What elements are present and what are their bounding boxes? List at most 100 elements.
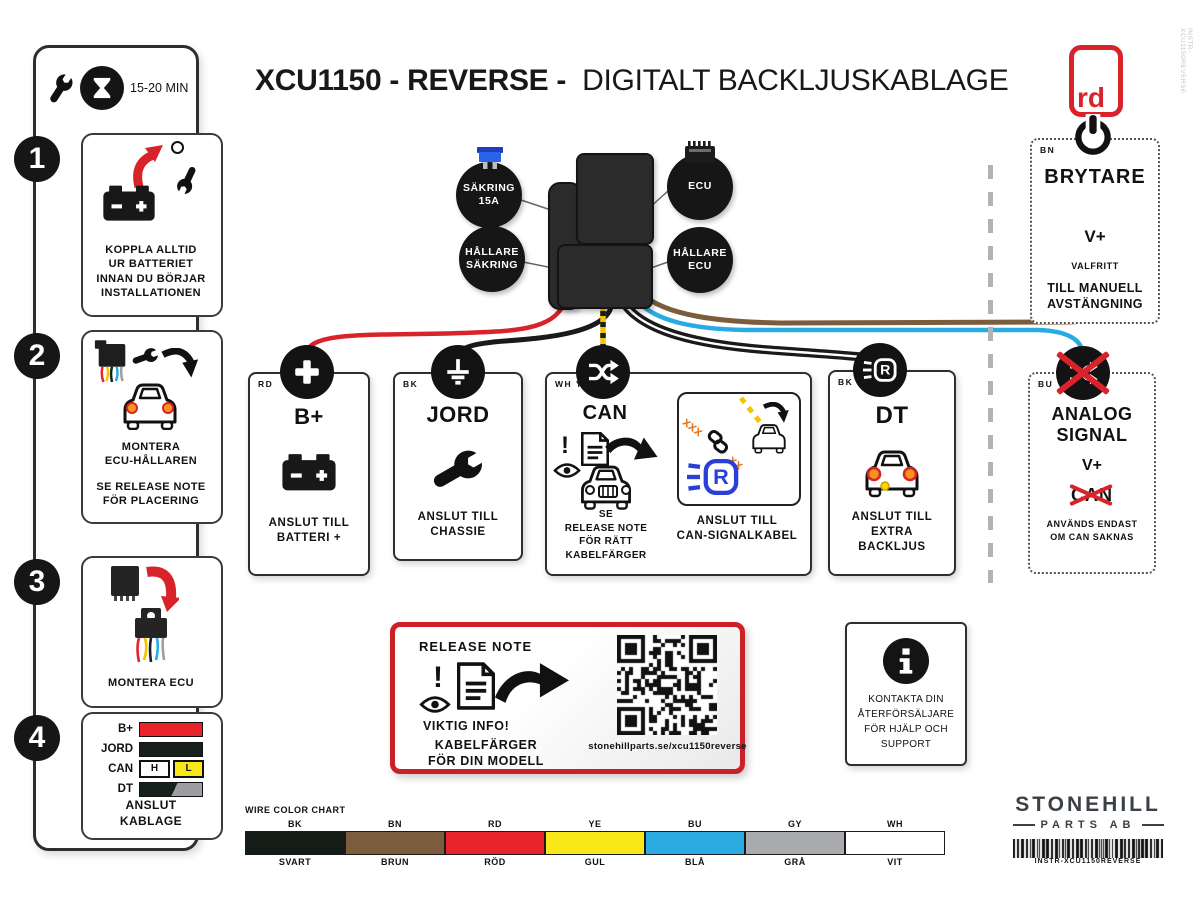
bplus-tag: RD: [258, 379, 274, 389]
legend-row: JORD: [93, 740, 221, 758]
step-3-number: 3: [14, 559, 60, 605]
ground-icon: [443, 357, 473, 387]
step-3-card: MONTERA ECU: [81, 556, 223, 708]
callout-fuse: SÄKRING 15A: [456, 162, 522, 228]
can-signal-art: xxx xx: [680, 396, 795, 500]
jord-caption: ANSLUT TILL CHASSIE: [417, 511, 499, 538]
can-medallion: [576, 345, 630, 399]
page-title: XCU1150 - REVERSE - DIGITALT BACKLJUSKAB…: [255, 64, 1009, 98]
plus-icon: [292, 357, 322, 387]
analog-voltage: V+: [1081, 457, 1102, 475]
can-box: WH YE CAN ! SE RELEASE NOTE FÖR RÄTT KAB…: [545, 372, 812, 576]
step-1-card: KOPPLA ALLTID UR BATTERIET INNAN DU BÖRJ…: [81, 133, 223, 317]
can-twist-icon: [587, 358, 619, 386]
page-title-descr: DIGITALT BACKLJUSKABLAGE: [582, 64, 1009, 97]
dt-tag: BK GY: [838, 377, 871, 387]
dt-title: DT: [875, 402, 909, 429]
analog-can-crossed: CAN: [1030, 484, 1154, 507]
wrench-icon: [432, 443, 486, 497]
support-box: KONTAKTA DIN ÅTERFÖRSÄLJARE FÖR HJÄLP OC…: [845, 622, 967, 766]
can-left-caption: SE RELEASE NOTE FÖR RÄTT KABELFÄRGER: [564, 509, 648, 561]
step-4-number: 4: [14, 715, 60, 761]
brytare-title: BRYTARE: [1044, 166, 1146, 188]
legend-row: B+: [93, 720, 221, 738]
release-caption: KABELFÄRGER FÖR DIN MODELL: [427, 738, 545, 769]
jord-medallion: [431, 345, 485, 399]
can-tag: WH YE: [555, 379, 591, 389]
legend-row: DT: [93, 780, 221, 798]
install-time: 15-20 MIN: [48, 66, 188, 110]
brytare-voltage: V+: [1084, 227, 1106, 246]
release-url: stonehillparts.se/xcu1150reverse: [588, 741, 747, 752]
dt-box: BK GY DT ANSLUT TILL EXTRA BACKLJUS: [828, 370, 956, 576]
can-title: CAN: [582, 402, 628, 424]
brytare-box: BN BRYTARE V+ VALFRITT TILL MANUELL AVST…: [1030, 138, 1160, 324]
chip-icon: [682, 140, 718, 164]
step-1-text: KOPPLA ALLTID UR BATTERIET INNAN DU BÖRJ…: [96, 244, 206, 299]
exclamation-icon: !: [433, 661, 443, 694]
ring-terminal-icon: [171, 141, 184, 154]
brand-name: STONEHILL: [1015, 793, 1161, 816]
document-icon: [457, 661, 495, 711]
swoosh-arrow-icon: [495, 663, 569, 703]
svg-text:xxx: xxx: [680, 414, 707, 440]
wire-color-chart-title: WIRE COLOR CHART: [245, 805, 346, 815]
car-rear-lights-icon: [857, 444, 927, 498]
page-title-model: XCU1150 - REVERSE -: [255, 64, 567, 97]
power-icon: [1070, 112, 1116, 158]
bplus-caption: ANSLUT TILL BATTERI +: [268, 517, 350, 544]
step-4-caption: ANSLUT KABLAGE: [119, 798, 183, 828]
hourglass-icon: [80, 66, 124, 110]
barcode-text: INSTR-XCU1150REVERSE: [1012, 858, 1164, 865]
timer-label: 15-20 MIN: [130, 81, 189, 95]
callout-holder-ecu: HÅLLARE ECU: [667, 227, 733, 293]
step-3-title: MONTERA ECU: [108, 677, 194, 689]
reverse-lamp-icon: [863, 357, 897, 383]
dt-medallion: [853, 343, 907, 397]
analog-title: ANALOG SIGNAL: [1051, 404, 1133, 445]
eye-icon: [419, 695, 451, 714]
brytare-note: VALFRITT: [1071, 261, 1119, 271]
car-icon: [573, 460, 639, 510]
battery-icon: [280, 449, 338, 493]
can-signal-art-box: xxx xx: [677, 392, 801, 506]
bplus-title: B+: [294, 404, 324, 429]
exclamation-icon: !: [561, 432, 569, 459]
release-note-box: RELEASE NOTE ! VIKTIG INFO! KABELFÄRGER …: [390, 622, 746, 774]
release-note-title: RELEASE NOTE: [419, 639, 533, 654]
fuse-icon: [475, 146, 505, 170]
analog-box: BU ANALOG SIGNAL V+ CAN ANVÄNDS ENDAST O…: [1028, 372, 1156, 574]
ecu-top-body: [576, 153, 654, 245]
step-2-number: 2: [14, 333, 60, 379]
important-label: VIKTIG INFO!: [423, 719, 510, 733]
brytare-caption: TILL MANUELL AVSTÄNGNING: [1047, 281, 1143, 311]
step-2-card: MONTERA ECU-HÅLLAREN SE RELEASE NOTE FÖR…: [81, 330, 223, 524]
barcode: [1013, 839, 1163, 859]
jord-tag: BK: [403, 379, 419, 389]
step-2-note: SE RELEASE NOTE FÖR PLACERING: [96, 481, 206, 508]
step-2-title: MONTERA ECU-HÅLLAREN: [104, 441, 198, 468]
ecu-box-icon: [111, 566, 139, 596]
ecu-bottom-body: [557, 244, 653, 309]
bplus-medallion: [280, 345, 334, 399]
jord-box: BK JORD ANSLUT TILL CHASSIE: [393, 372, 523, 561]
brytare-tag: BN: [1040, 145, 1056, 155]
step-1-number: 1: [14, 136, 60, 182]
jord-title: JORD: [426, 402, 490, 427]
callout-holder-fuse: HÅLLARE SÄKRING: [459, 226, 525, 292]
callout-ecu: ECU: [667, 154, 733, 220]
dt-caption: ANSLUT TILL EXTRA BACKLJUS: [851, 511, 933, 553]
optional-section-divider: [988, 165, 993, 583]
